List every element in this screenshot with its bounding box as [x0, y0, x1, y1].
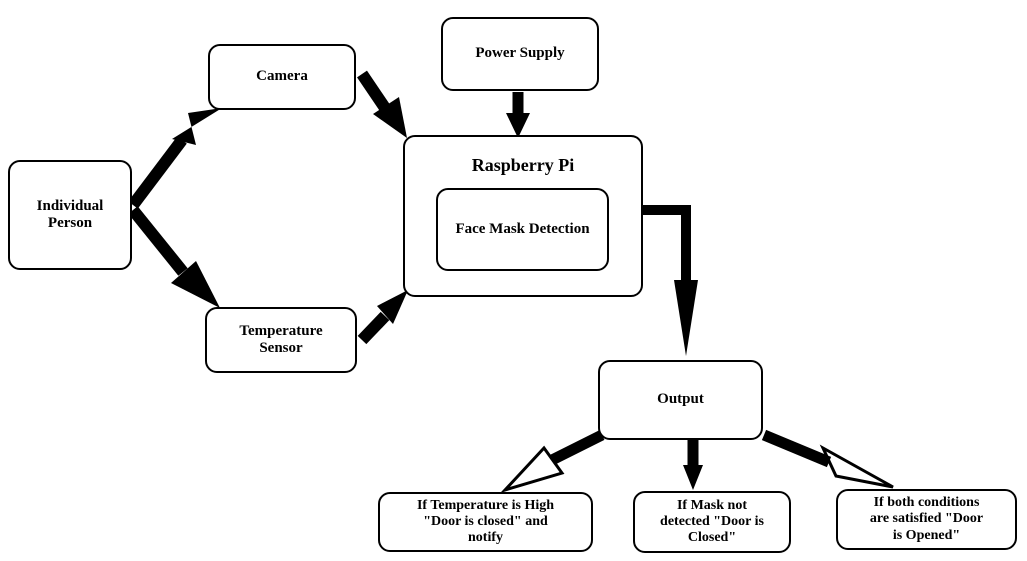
- outcome-both-satisfied-label: If both conditions are satisfied "Door i…: [869, 495, 984, 543]
- arrowhead-person-to-temperature: [171, 261, 220, 308]
- arrowhead-temperature-to-pi: [377, 290, 408, 324]
- arrowhead-person-to-camera: [172, 108, 222, 145]
- power-supply-label: Power Supply: [475, 45, 565, 62]
- face-mask-detection-label: Face Mask Detection: [455, 220, 590, 237]
- camera-box: Camera: [208, 44, 356, 110]
- arrow-output-to-temperature-outcome: [549, 430, 605, 465]
- arrowhead-output-to-both-outcome: [819, 444, 894, 489]
- arrow-person-to-camera: [128, 136, 187, 209]
- temperature-sensor-label: Temperature Sensor: [239, 322, 323, 356]
- outcome-mask-not-detected-box: If Mask not detected "Door is Closed": [633, 491, 791, 553]
- individual-person-label: Individual Person: [36, 197, 104, 231]
- outcome-both-satisfied-box: If both conditions are satisfied "Door i…: [836, 489, 1017, 550]
- output-box: Output: [598, 360, 763, 440]
- outcome-temperature-high-box: If Temperature is High "Door is closed" …: [378, 492, 593, 552]
- arrowhead-power-to-pi: [506, 113, 530, 138]
- raspberry-pi-label: Raspberry Pi: [471, 155, 575, 175]
- individual-person-box: Individual Person: [8, 160, 132, 270]
- output-label: Output: [657, 391, 704, 408]
- arrow-camera-to-pi: [357, 70, 390, 112]
- arrowhead-camera-to-pi: [373, 97, 407, 138]
- arrowhead-pi-to-output: [674, 280, 698, 356]
- power-supply-box: Power Supply: [441, 17, 599, 91]
- temperature-sensor-box: Temperature Sensor: [205, 307, 357, 373]
- arrow-pi-to-output: [643, 205, 691, 282]
- arrow-person-to-temperature: [128, 206, 188, 276]
- arrow-temperature-to-pi: [357, 311, 390, 345]
- outcome-mask-not-detected-label: If Mask not detected "Door is Closed": [660, 497, 764, 546]
- outcome-temperature-high-label: If Temperature is High "Door is closed" …: [416, 497, 555, 546]
- camera-label: Camera: [256, 68, 308, 85]
- arrowhead-output-to-mask-outcome: [683, 465, 703, 490]
- arrowhead-output-to-temperature-outcome: [500, 445, 565, 494]
- face-mask-detection-box: Face Mask Detection: [436, 188, 609, 271]
- arrow-output-to-both-outcome: [761, 429, 832, 468]
